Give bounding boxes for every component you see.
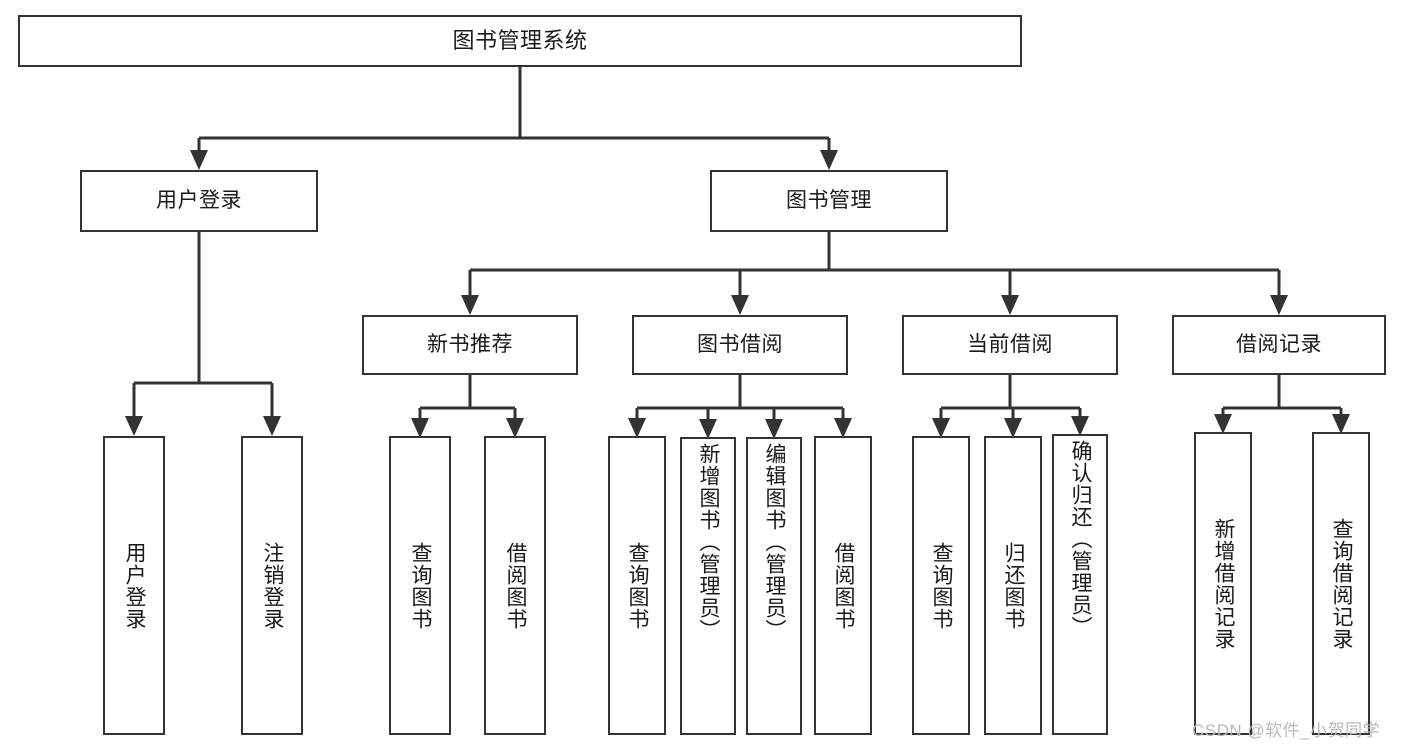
node-label: 查询图书: [409, 541, 433, 630]
node-book-manage[interactable]: 图书管理: [710, 170, 948, 232]
node-label: 借阅图书: [832, 541, 856, 630]
node-leaf-confirm-return[interactable]: 确认归还（管理员）: [1052, 434, 1108, 735]
node-leaf-return-book[interactable]: 归还图书: [984, 436, 1042, 735]
node-leaf-add-record[interactable]: 新增借阅记录: [1194, 432, 1252, 735]
node-leaf-add-book[interactable]: 新增图书（管理员）: [680, 437, 736, 735]
node-borrow-record[interactable]: 借阅记录: [1172, 315, 1386, 375]
node-label: 归还图书: [1002, 541, 1026, 630]
node-label: 用户登录: [156, 188, 242, 212]
node-new-book-rec[interactable]: 新书推荐: [362, 315, 578, 375]
node-label: 用户登录: [123, 541, 147, 630]
node-leaf-query-book-3[interactable]: 查询图书: [912, 436, 970, 735]
node-label: 编辑图书（管理员）: [763, 443, 787, 641]
node-root[interactable]: 图书管理系统: [18, 15, 1022, 67]
node-label: 查询图书: [626, 541, 650, 630]
node-label: 图书管理: [786, 188, 872, 212]
node-label: 借阅记录: [1236, 332, 1322, 356]
node-label: 新增借阅记录: [1212, 517, 1236, 650]
node-user-login[interactable]: 用户登录: [80, 170, 318, 232]
node-leaf-edit-book[interactable]: 编辑图书（管理员）: [746, 437, 802, 735]
node-label: 查询借阅记录: [1330, 517, 1354, 650]
csdn-watermark: CSDN @软件_小贺同学: [1192, 721, 1381, 740]
node-leaf-query-book-1[interactable]: 查询图书: [389, 436, 451, 735]
node-label: 新增图书（管理员）: [697, 443, 721, 641]
node-leaf-user-login[interactable]: 用户登录: [103, 436, 165, 735]
node-label: 借阅图书: [504, 541, 528, 630]
node-leaf-borrow-book-1[interactable]: 借阅图书: [484, 436, 546, 735]
node-book-borrow[interactable]: 图书借阅: [632, 315, 848, 375]
node-label: 确认归还（管理员）: [1069, 440, 1093, 638]
node-label: 查询图书: [930, 541, 954, 630]
node-label: 图书管理系统: [452, 28, 588, 54]
node-leaf-query-record[interactable]: 查询借阅记录: [1312, 432, 1370, 735]
node-leaf-logout[interactable]: 注销登录: [241, 436, 303, 735]
node-current-borrow[interactable]: 当前借阅: [902, 315, 1118, 375]
node-label: 新书推荐: [427, 332, 513, 356]
node-leaf-borrow-book-2[interactable]: 借阅图书: [814, 436, 872, 735]
node-label: 当前借阅: [967, 332, 1053, 356]
node-label: 图书借阅: [697, 332, 783, 356]
node-label: 注销登录: [261, 541, 285, 630]
node-leaf-query-book-2[interactable]: 查询图书: [608, 436, 666, 735]
